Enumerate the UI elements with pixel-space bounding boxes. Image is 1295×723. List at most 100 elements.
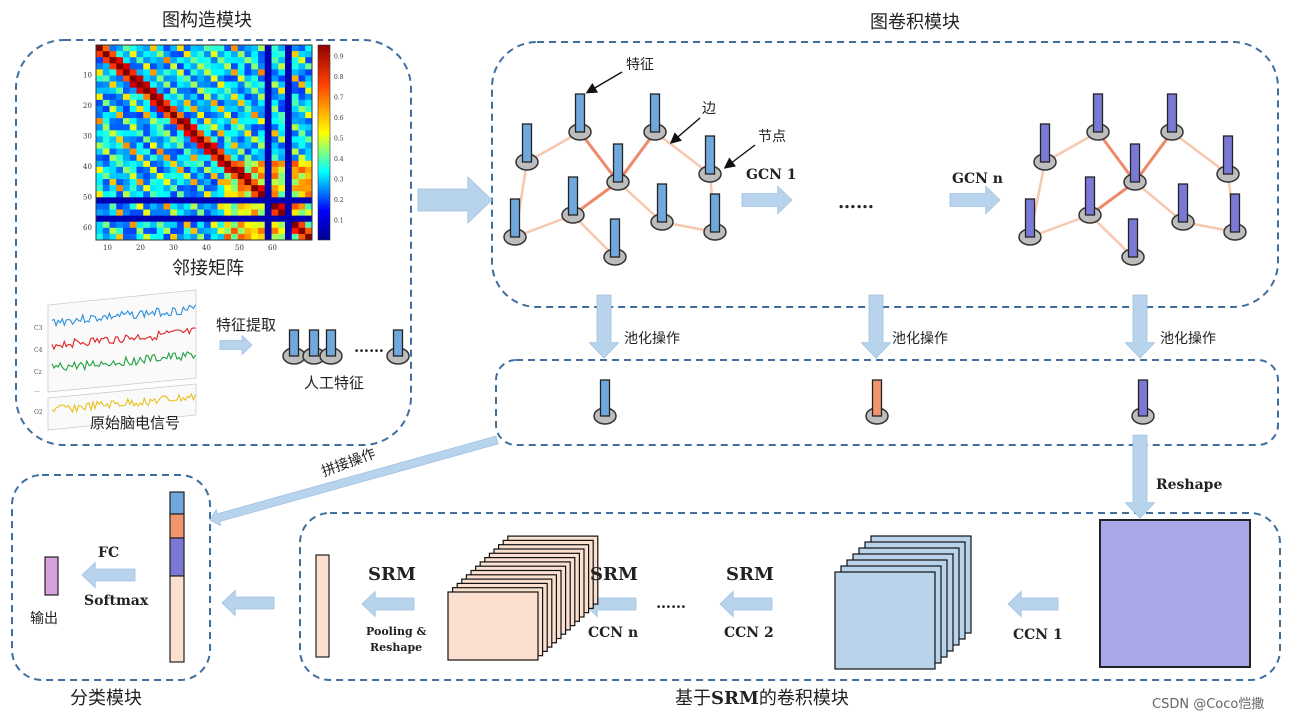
graph-node <box>593 379 617 425</box>
pooling-reshape-line1: Pooling & <box>366 625 427 638</box>
graph-node <box>603 218 627 266</box>
matrix-x-tick-label: 50 <box>235 244 244 252</box>
srm-convolution-frame <box>299 512 1281 681</box>
graph-node <box>1078 176 1102 224</box>
matrix-y-tick-label: 40 <box>83 163 92 171</box>
colorbar-tick-label: 0.4 <box>334 156 344 163</box>
srm-label-b: SRM <box>590 564 638 585</box>
pooling-label-2: 池化操作 <box>892 331 948 347</box>
flow-arrow <box>741 185 793 215</box>
matrix-y-tick-label: 50 <box>83 194 92 202</box>
flow-arrow <box>209 435 499 527</box>
feature-annotation: 特征 <box>626 57 654 73</box>
matrix-y-tick-label: 30 <box>83 133 92 141</box>
matrix-x-tick-label: 30 <box>169 244 178 252</box>
fc-label: FC <box>98 545 120 561</box>
gcnn-label: GCN n <box>952 171 1003 187</box>
output-bar <box>44 556 59 596</box>
eeg-channel-label: C4 <box>34 347 43 354</box>
graph-convolution-frame <box>491 41 1279 308</box>
reshape-square <box>1099 519 1251 668</box>
graph-node <box>865 379 889 425</box>
graph-construction-title: 图构造模块 <box>162 10 252 31</box>
colorbar-tick-label: 0.8 <box>334 74 344 81</box>
graph-node <box>1223 193 1247 241</box>
ccn2-label: CCN 2 <box>724 625 774 641</box>
pooling-label-1: 池化操作 <box>624 331 680 347</box>
graph-node <box>643 93 667 141</box>
matrix-y-tick-label: 20 <box>83 102 92 110</box>
colorbar-tick-label: 0.5 <box>334 136 344 143</box>
colorbar-tick-label: 0.2 <box>334 197 344 204</box>
classification-frame <box>11 474 211 681</box>
graph-node <box>1018 198 1042 246</box>
ccn-feature-stack <box>834 535 972 670</box>
graph-node <box>1123 143 1147 191</box>
flow-arrow <box>719 590 773 618</box>
reshape-label: Reshape <box>1156 477 1223 493</box>
graph-node <box>515 123 539 171</box>
graph-node <box>1121 218 1145 266</box>
pooling-label-3: 池化操作 <box>1160 331 1216 347</box>
graph-edge <box>1133 131 1174 183</box>
srm-label-a: SRM <box>726 564 774 585</box>
flow-arrow <box>860 294 892 359</box>
matrix-x-tick-label: 60 <box>268 244 277 252</box>
matrix-x-tick-label: 40 <box>202 244 211 252</box>
srm-pooled-vector <box>315 554 330 658</box>
graph-node <box>606 143 630 191</box>
graph-node <box>1160 93 1184 141</box>
eeg-trace <box>51 327 196 351</box>
classification-title: 分类模块 <box>70 688 142 709</box>
graph-node <box>319 329 343 365</box>
graph-node <box>1033 123 1057 171</box>
graph-node <box>703 193 727 241</box>
eeg-trace <box>51 392 197 414</box>
graph-node <box>1086 93 1110 141</box>
eeg-channel-label: O2 <box>34 409 43 416</box>
graph-edge <box>1134 181 1184 223</box>
graph-node <box>561 176 585 224</box>
matrix-x-tick-label: 20 <box>136 244 145 252</box>
flow-arrow <box>1124 294 1156 359</box>
graph-convolution-title: 图卷积模块 <box>870 12 960 33</box>
graph-node <box>1131 379 1155 425</box>
graph-node <box>503 198 527 246</box>
graph-construction-frame <box>15 39 412 446</box>
colorbar-tick-label: 0.6 <box>334 115 344 122</box>
feature-map-layer <box>447 591 539 661</box>
annotation-arrows <box>585 71 756 169</box>
graph-node <box>698 135 722 183</box>
graph-node <box>568 93 592 141</box>
ccn1-label: CCN 1 <box>1013 627 1063 643</box>
watermark: CSDN @Coco恺撒 <box>1152 697 1265 712</box>
output-label: 输出 <box>30 611 58 627</box>
colorbar-tick-label: 0.3 <box>334 177 344 184</box>
srm-dots: …… <box>656 594 686 612</box>
matrix-y-tick-label: 10 <box>83 72 92 80</box>
adjacency-matrix-heatmap <box>96 45 313 241</box>
ccnn-label: CCN n <box>588 625 639 641</box>
manual-features-label: 人工特征 <box>304 374 365 392</box>
pooling-reshape-line2: Reshape <box>370 641 423 654</box>
eeg-channel-label: C3 <box>34 325 43 332</box>
flow-arrow <box>1007 590 1059 618</box>
flow-arrow <box>949 185 1001 215</box>
srm-feature-stack <box>447 535 599 661</box>
raw-eeg-label: 原始脑电信号 <box>90 414 181 432</box>
srm-convolution-title: 基于SRM的卷积模块 <box>675 688 849 709</box>
eeg-channel-label: Cz <box>34 369 42 376</box>
softmax-label: Softmax <box>84 593 149 609</box>
adjacency-matrix-label: 邻接矩阵 <box>172 258 244 279</box>
srm-label-c: SRM <box>368 564 416 585</box>
graph-node <box>650 183 674 231</box>
graph-node <box>1216 135 1240 183</box>
edge-annotation: 边 <box>702 101 716 117</box>
graph-edge <box>1171 131 1229 175</box>
